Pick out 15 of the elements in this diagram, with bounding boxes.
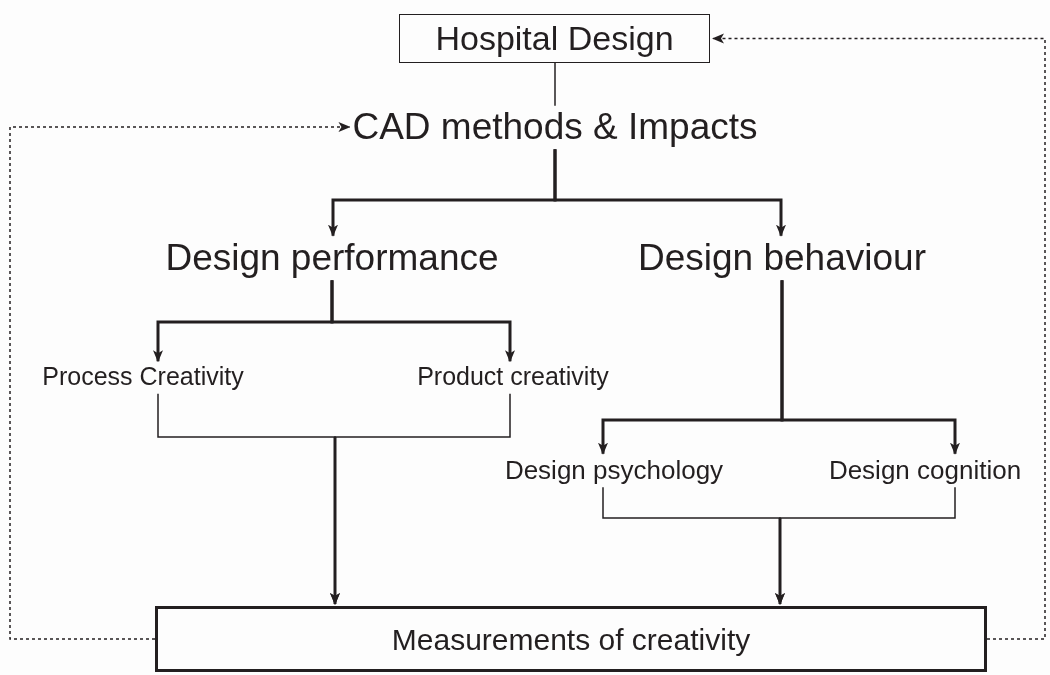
concept-box: Measurements of creativity — [155, 606, 987, 672]
concept-label: Design psychology — [504, 455, 724, 485]
bracket-connector — [780, 280, 960, 455]
concept-label: Process Creativity — [42, 363, 244, 391]
concept-label: Product creativity — [417, 363, 609, 391]
concept-label: CAD methods & Impacts — [352, 106, 758, 148]
dashed-feedback-arrow — [9, 122, 351, 640]
bracket-connector — [553, 149, 786, 237]
bracket-connector — [330, 280, 515, 363]
concept-label: Design cognition — [828, 455, 1022, 485]
dashed-feedback-arrow — [712, 33, 1046, 640]
concept-box: Hospital Design — [399, 14, 710, 63]
concept-label: Design behaviour — [638, 237, 926, 279]
connector-line — [554, 62, 556, 107]
concept-label: Design performance — [165, 237, 499, 279]
